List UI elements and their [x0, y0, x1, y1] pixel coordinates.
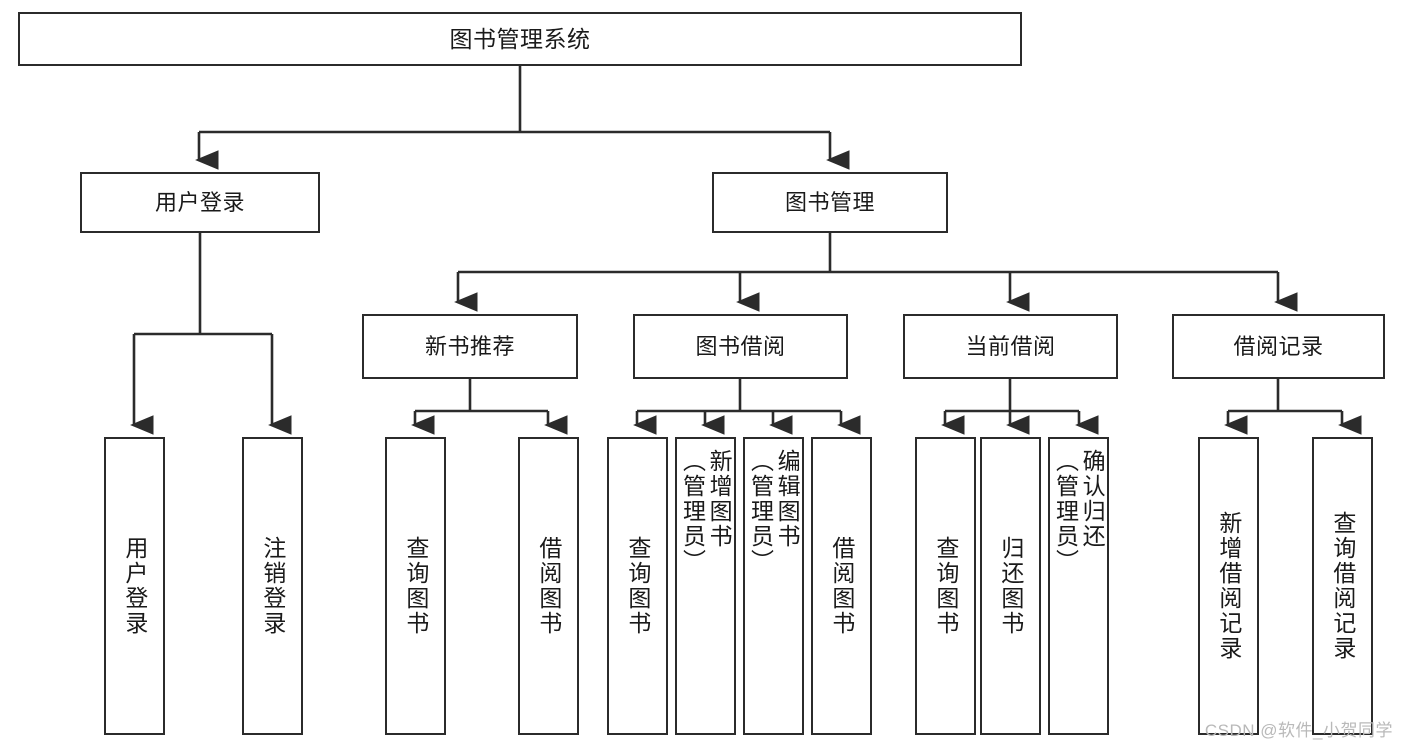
- leaf-logout[interactable]: 注销登录: [242, 437, 303, 735]
- leaf-query-book-borrow[interactable]: 查询图书: [607, 437, 668, 735]
- node-book-borrow[interactable]: 图书借阅: [633, 314, 848, 379]
- leaf-query-borrow-record[interactable]: 查询借阅记录: [1312, 437, 1373, 735]
- leaf-add-borrow-record[interactable]: 新增借阅记录: [1198, 437, 1259, 735]
- node-borrow-record[interactable]: 借阅记录: [1172, 314, 1385, 379]
- watermark-text: CSDN @软件_小贺同学: [1204, 721, 1393, 740]
- node-label: 查询图书: [402, 536, 429, 636]
- node-label: 图书管理系统: [449, 25, 591, 52]
- node-label: 新增图书 （管理员）: [679, 449, 733, 574]
- node-label: 当前借阅: [965, 333, 1056, 359]
- node-label: 用户登录: [154, 189, 245, 215]
- leaf-borrow-book-recommend[interactable]: 借阅图书: [518, 437, 579, 735]
- node-new-book-recommend[interactable]: 新书推荐: [362, 314, 578, 379]
- node-label: 借阅记录: [1233, 333, 1324, 359]
- node-label: 查询借阅记录: [1329, 511, 1356, 661]
- leaf-edit-book-admin[interactable]: 编辑图书 （管理员）: [743, 437, 804, 735]
- node-label: 查询图书: [932, 536, 959, 636]
- leaf-query-book-recommend[interactable]: 查询图书: [385, 437, 446, 735]
- leaf-borrow-book[interactable]: 借阅图书: [811, 437, 872, 735]
- leaf-add-book-admin[interactable]: 新增图书 （管理员）: [675, 437, 736, 735]
- node-current-borrow[interactable]: 当前借阅: [903, 314, 1118, 379]
- node-label: 注销登录: [259, 536, 286, 636]
- leaf-user-login[interactable]: 用户登录: [104, 437, 165, 735]
- leaf-return-book[interactable]: 归还图书: [980, 437, 1041, 735]
- node-label: 图书管理: [784, 189, 875, 215]
- node-user-login[interactable]: 用户登录: [80, 172, 320, 233]
- node-book-management[interactable]: 图书管理: [712, 172, 948, 233]
- node-label: 编辑图书 （管理员）: [747, 449, 801, 574]
- node-label: 查询图书: [624, 536, 651, 636]
- node-label: 新书推荐: [424, 333, 515, 359]
- node-label: 新增借阅记录: [1215, 511, 1242, 661]
- leaf-confirm-return-admin[interactable]: 确认归还 （管理员）: [1048, 437, 1109, 735]
- node-label: 用户登录: [121, 536, 148, 636]
- node-label: 借阅图书: [535, 536, 562, 636]
- leaf-query-book-current[interactable]: 查询图书: [915, 437, 976, 735]
- node-label: 确认归还 （管理员）: [1052, 449, 1106, 574]
- node-label: 图书借阅: [695, 333, 786, 359]
- node-label: 归还图书: [997, 536, 1024, 636]
- node-root-system[interactable]: 图书管理系统: [18, 12, 1022, 66]
- node-label: 借阅图书: [828, 536, 855, 636]
